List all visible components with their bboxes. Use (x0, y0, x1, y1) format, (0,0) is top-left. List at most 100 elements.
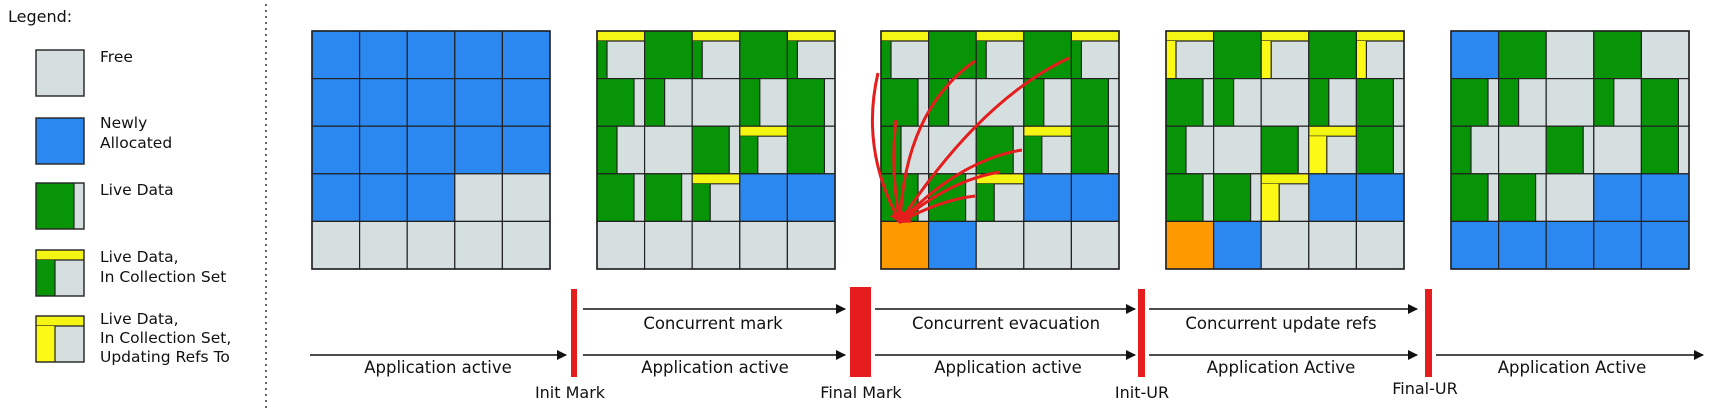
live-part (644, 78, 665, 127)
heap-region (1260, 125, 1310, 175)
free-region (312, 221, 360, 269)
pause-label-final-mark: Final Mark (820, 383, 902, 402)
legend-swatch-free (35, 49, 85, 97)
heap-region (1070, 77, 1120, 127)
heap-region (1640, 77, 1690, 127)
free-swatch (36, 50, 84, 96)
legend-item-cset: Live Data,In Collection Set (35, 248, 226, 297)
new-region (1023, 173, 1072, 222)
live-part (1023, 136, 1042, 174)
heap-region (927, 30, 977, 80)
live-part (976, 41, 987, 79)
heap-region (1640, 220, 1690, 270)
heap-region (927, 220, 977, 270)
pause-bar-init-ur (1138, 289, 1145, 377)
heap-region (1023, 125, 1072, 175)
legend-swatch-new (35, 117, 85, 165)
new-region (502, 78, 550, 127)
new-region (502, 126, 550, 174)
heap-region (1497, 30, 1547, 80)
evacuated-region (881, 221, 929, 269)
new-region (312, 31, 360, 79)
legend-label-cset-line-2: In Collection Set (100, 268, 226, 286)
free-region (454, 173, 503, 222)
heap-region (311, 77, 361, 127)
heap-region (454, 173, 503, 223)
heap-region (1165, 77, 1215, 127)
heap-region (359, 220, 408, 270)
new-region (1071, 173, 1119, 222)
new-region (359, 126, 408, 174)
live-region (1498, 31, 1547, 79)
free-region (1213, 126, 1262, 174)
new-region (1451, 31, 1499, 79)
heap-region (786, 77, 836, 127)
heap-region (1212, 125, 1262, 175)
phase-application-active-3: Application active (934, 358, 1082, 377)
new-region (312, 78, 360, 127)
heap-region (691, 30, 741, 80)
heap-region (880, 77, 930, 127)
live-part (597, 173, 634, 222)
evacuation-arrows (870, 56, 1070, 224)
live-part (1593, 78, 1614, 127)
live-part (1498, 78, 1519, 127)
heap-evacuation (880, 30, 1120, 270)
cset-bar (1356, 31, 1404, 41)
live-part (976, 126, 1014, 174)
heap-outline (596, 30, 836, 270)
heap-region (311, 173, 361, 223)
cset-bar (1071, 31, 1119, 41)
heap-region (454, 125, 503, 175)
cset-bar (976, 31, 1024, 41)
evacuation-arrow (892, 119, 905, 224)
heap-region (1308, 30, 1358, 80)
new-region (312, 173, 360, 222)
heap-region (1165, 220, 1215, 270)
heap-region (406, 125, 456, 175)
heap-update-refs (1165, 30, 1405, 270)
heap-region (1165, 173, 1215, 223)
heap-region (1212, 220, 1262, 270)
live-part (36, 183, 74, 229)
live-part (1451, 173, 1488, 222)
updating-part (1308, 136, 1327, 174)
heap-region (975, 125, 1025, 175)
live-part (1261, 126, 1299, 174)
live-part (1071, 78, 1109, 127)
live-part (739, 78, 760, 127)
live-part (1166, 126, 1186, 174)
pause-label-init-mark: Init Mark (535, 383, 606, 402)
new-region (928, 221, 977, 269)
new-region (454, 31, 503, 79)
new-region (407, 173, 455, 222)
heap-region (786, 220, 836, 270)
heap-region (1450, 125, 1500, 175)
new-region (787, 173, 835, 222)
heap-region (596, 173, 646, 223)
heap-region (1165, 30, 1215, 80)
heap-region (975, 220, 1025, 270)
cset-bar (1261, 173, 1309, 184)
live-part (692, 126, 730, 174)
live-part (1641, 78, 1679, 127)
heap-region (454, 220, 503, 270)
heap-region (359, 77, 408, 127)
free-region (597, 221, 645, 269)
heap-region (501, 30, 551, 80)
free-region (1308, 221, 1357, 269)
heap-region (1260, 173, 1310, 223)
live-region (1023, 31, 1072, 79)
live-part (881, 41, 891, 79)
live-part (1023, 78, 1044, 127)
heap-region (786, 125, 836, 175)
live-part (597, 78, 634, 127)
updating-part (36, 326, 55, 362)
free-region (739, 221, 788, 269)
phase-application-active-1: Application active (364, 358, 512, 377)
legend-title: Legend: (8, 7, 72, 26)
new-region (1593, 221, 1642, 269)
new-region (407, 126, 455, 174)
